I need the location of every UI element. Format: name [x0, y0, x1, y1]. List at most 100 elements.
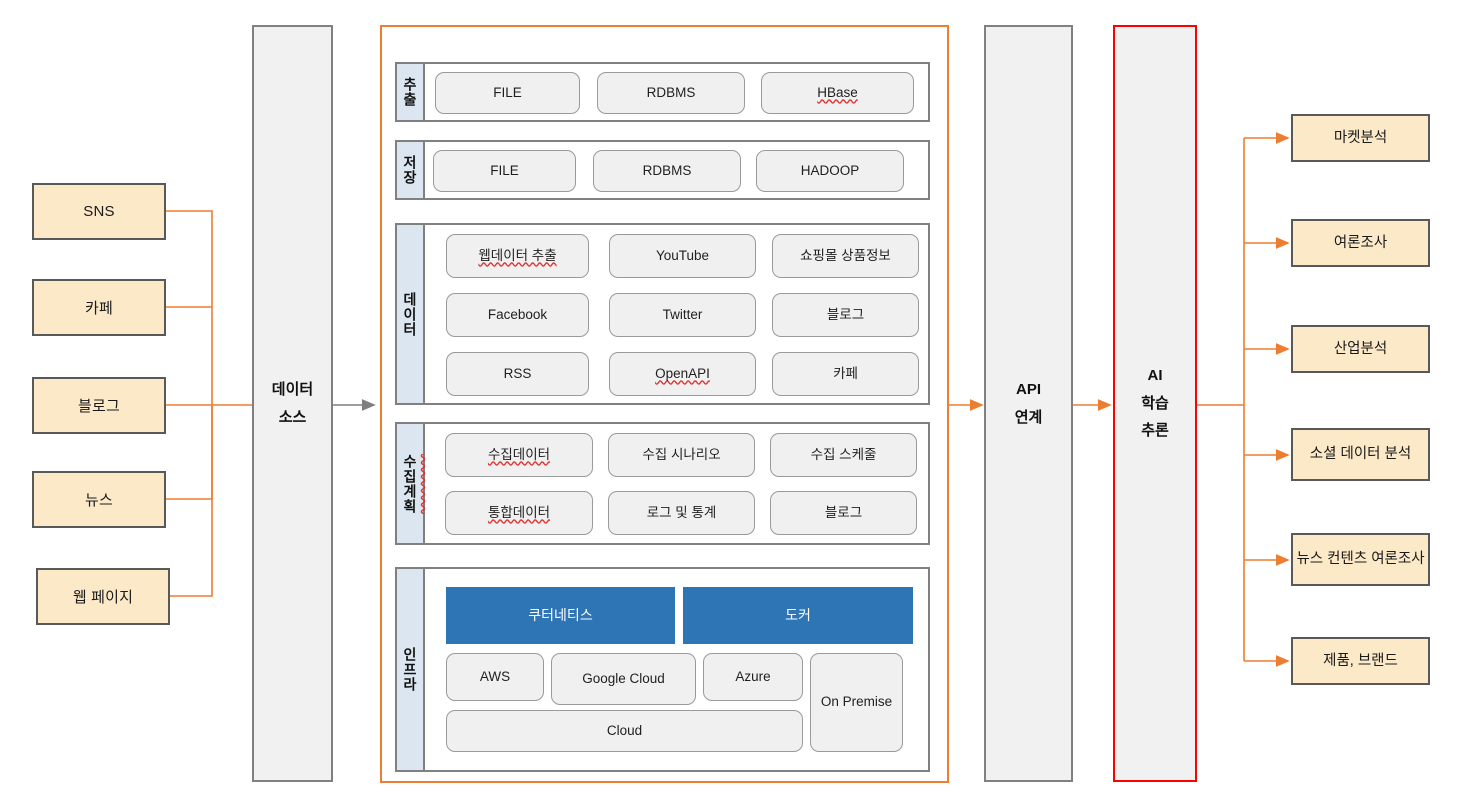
result-box-news-content-survey[interactable]: 뉴스 컨텐츠 여론조사 [1291, 533, 1430, 586]
chip-data-facebook[interactable]: Facebook [446, 293, 589, 337]
source-box-news[interactable]: 뉴스 [32, 471, 166, 528]
result-box-industry-analysis[interactable]: 산업분석 [1291, 325, 1430, 373]
chip-label: HBase [817, 84, 858, 100]
chip-label: FILE [493, 84, 522, 100]
source-label: 카페 [84, 300, 113, 317]
chip-label: 수집 스케줄 [810, 446, 877, 462]
pillar-api[interactable]: API 연계 [984, 25, 1073, 782]
chip-label: Google Cloud [582, 670, 665, 686]
chip-plan-blog[interactable]: 블로그 [770, 491, 917, 535]
chip-extract-hbase[interactable]: HBase [761, 72, 914, 114]
pillar-line-1: AI [1147, 366, 1163, 384]
result-label: 마켓분석 [1333, 129, 1388, 146]
chip-data-cafe[interactable]: 카페 [772, 352, 919, 396]
result-label: 소셜 데이터 분석 [1309, 446, 1412, 463]
source-label: 웹 페이지 [72, 589, 134, 606]
chip-label: 로그 및 통계 [646, 504, 717, 520]
chip-extract-file[interactable]: FILE [435, 72, 580, 114]
chip-infra-azure[interactable]: Azure [703, 653, 803, 701]
chip-label: 카페 [833, 365, 858, 381]
chip-label: Azure [735, 668, 771, 684]
chip-label: 블로그 [824, 504, 863, 520]
chip-label: Twitter [662, 306, 703, 322]
chip-label: On Premise [820, 694, 893, 710]
result-label: 여론조사 [1333, 234, 1388, 251]
chip-label: 도커 [785, 606, 811, 623]
chip-label: 수집 시나리오 [642, 446, 721, 462]
chip-label: 블로그 [826, 306, 865, 322]
platform-frame: 추출 FILE RDBMS HBase 저장 FILE [380, 25, 949, 783]
chip-label: 쿠터네티스 [528, 606, 593, 623]
group-label-infra: 인프라 [397, 569, 425, 770]
source-label: 뉴스 [84, 492, 113, 509]
pillar-data-source[interactable]: 데이터 소스 [252, 25, 333, 782]
chip-label: RDBMS [642, 162, 692, 178]
chip-data-youtube[interactable]: YouTube [609, 234, 756, 278]
group-label-text: 수집계획 [402, 453, 418, 514]
chip-storage-hadoop[interactable]: HADOOP [756, 150, 904, 192]
pillar-line-2: 소스 [278, 408, 307, 426]
chip-label: 수집데이터 [487, 446, 551, 462]
group-collection-plan: 수집계획 수집데이터 수집 시나리오 수집 스케줄 통합데이터 로그 및 통계 [395, 422, 930, 545]
pillar-line-1: 데이터 [271, 380, 314, 398]
chip-label: 쇼핑몰 상품정보 [800, 247, 891, 263]
pillar-line-3: 추론 [1141, 422, 1169, 440]
chip-data-openapi[interactable]: OpenAPI [609, 352, 756, 396]
source-box-blog[interactable]: 블로그 [32, 377, 166, 434]
source-box-cafe[interactable]: 카페 [32, 279, 166, 336]
group-body-collection-plan: 수집데이터 수집 시나리오 수집 스케줄 통합데이터 로그 및 통계 블로그 [425, 424, 928, 543]
source-box-sns[interactable]: SNS [32, 183, 166, 240]
chip-label: AWS [479, 668, 511, 684]
result-label: 제품, 브랜드 [1323, 652, 1398, 669]
result-label: 산업분석 [1333, 340, 1388, 357]
group-storage: 저장 FILE RDBMS HADOOP [395, 140, 930, 200]
result-box-product-brand[interactable]: 제품, 브랜드 [1291, 637, 1430, 685]
chip-infra-on-premise[interactable]: On Premise [810, 653, 903, 752]
group-body-storage: FILE RDBMS HADOOP [425, 142, 928, 198]
chip-infra-aws[interactable]: AWS [446, 653, 544, 701]
chip-infra-cloud[interactable]: Cloud [446, 710, 803, 752]
group-body-extract: FILE RDBMS HBase [425, 64, 928, 120]
group-infra: 인프라 쿠터네티스 도커 AWS Google Cloud Azure [395, 567, 930, 772]
chip-data-web-extract[interactable]: 웹데이터 추출 [446, 234, 589, 278]
chip-data-rss[interactable]: RSS [446, 352, 589, 396]
chip-plan-collect-data[interactable]: 수집데이터 [445, 433, 593, 477]
chip-label: 통합데이터 [487, 504, 551, 520]
group-label-extract: 추출 [397, 64, 425, 120]
chip-plan-log-stats[interactable]: 로그 및 통계 [608, 491, 755, 535]
result-box-public-opinion[interactable]: 여론조사 [1291, 219, 1430, 267]
chip-label: Cloud [606, 722, 643, 738]
chip-infra-kubernetes[interactable]: 쿠터네티스 [446, 587, 675, 644]
pillar-line-2: 연계 [1014, 408, 1043, 426]
result-box-market-analysis[interactable]: 마켓분석 [1291, 114, 1430, 162]
chip-data-blog[interactable]: 블로그 [772, 293, 919, 337]
chip-infra-docker[interactable]: 도커 [683, 587, 913, 644]
chip-label: YouTube [655, 247, 710, 263]
chip-storage-file[interactable]: FILE [433, 150, 576, 192]
pillar-line-1: API [1015, 380, 1041, 398]
group-extract: 추출 FILE RDBMS HBase [395, 62, 930, 122]
group-data: 데이터 웹데이터 추출 YouTube 쇼핑몰 상품정보 Facebook Tw… [395, 223, 930, 405]
chip-label: Facebook [487, 306, 548, 322]
chip-storage-rdbms[interactable]: RDBMS [593, 150, 741, 192]
chip-plan-integrated-data[interactable]: 통합데이터 [445, 491, 593, 535]
chip-label: RSS [503, 365, 532, 381]
chip-plan-schedule[interactable]: 수집 스케줄 [770, 433, 917, 477]
source-label: SNS [83, 203, 115, 220]
pillar-line-2: 학습 [1141, 394, 1169, 412]
group-label-data: 데이터 [397, 225, 425, 403]
chip-data-shopping[interactable]: 쇼핑몰 상품정보 [772, 234, 919, 278]
chip-plan-scenario[interactable]: 수집 시나리오 [608, 433, 755, 477]
chip-infra-google-cloud[interactable]: Google Cloud [551, 653, 696, 705]
source-box-webpage[interactable]: 웹 페이지 [36, 568, 170, 625]
result-label: 뉴스 컨텐츠 여론조사 [1296, 551, 1425, 568]
pillar-ai[interactable]: AI 학습 추론 [1113, 25, 1197, 782]
source-label: 블로그 [77, 398, 120, 415]
chip-label: OpenAPI [655, 365, 710, 381]
result-box-social-data-analysis[interactable]: 소셜 데이터 분석 [1291, 428, 1430, 481]
group-label-storage: 저장 [397, 142, 425, 198]
chip-data-twitter[interactable]: Twitter [609, 293, 756, 337]
group-body-data: 웹데이터 추출 YouTube 쇼핑몰 상품정보 Facebook Twitte… [425, 225, 928, 403]
chip-extract-rdbms[interactable]: RDBMS [597, 72, 745, 114]
